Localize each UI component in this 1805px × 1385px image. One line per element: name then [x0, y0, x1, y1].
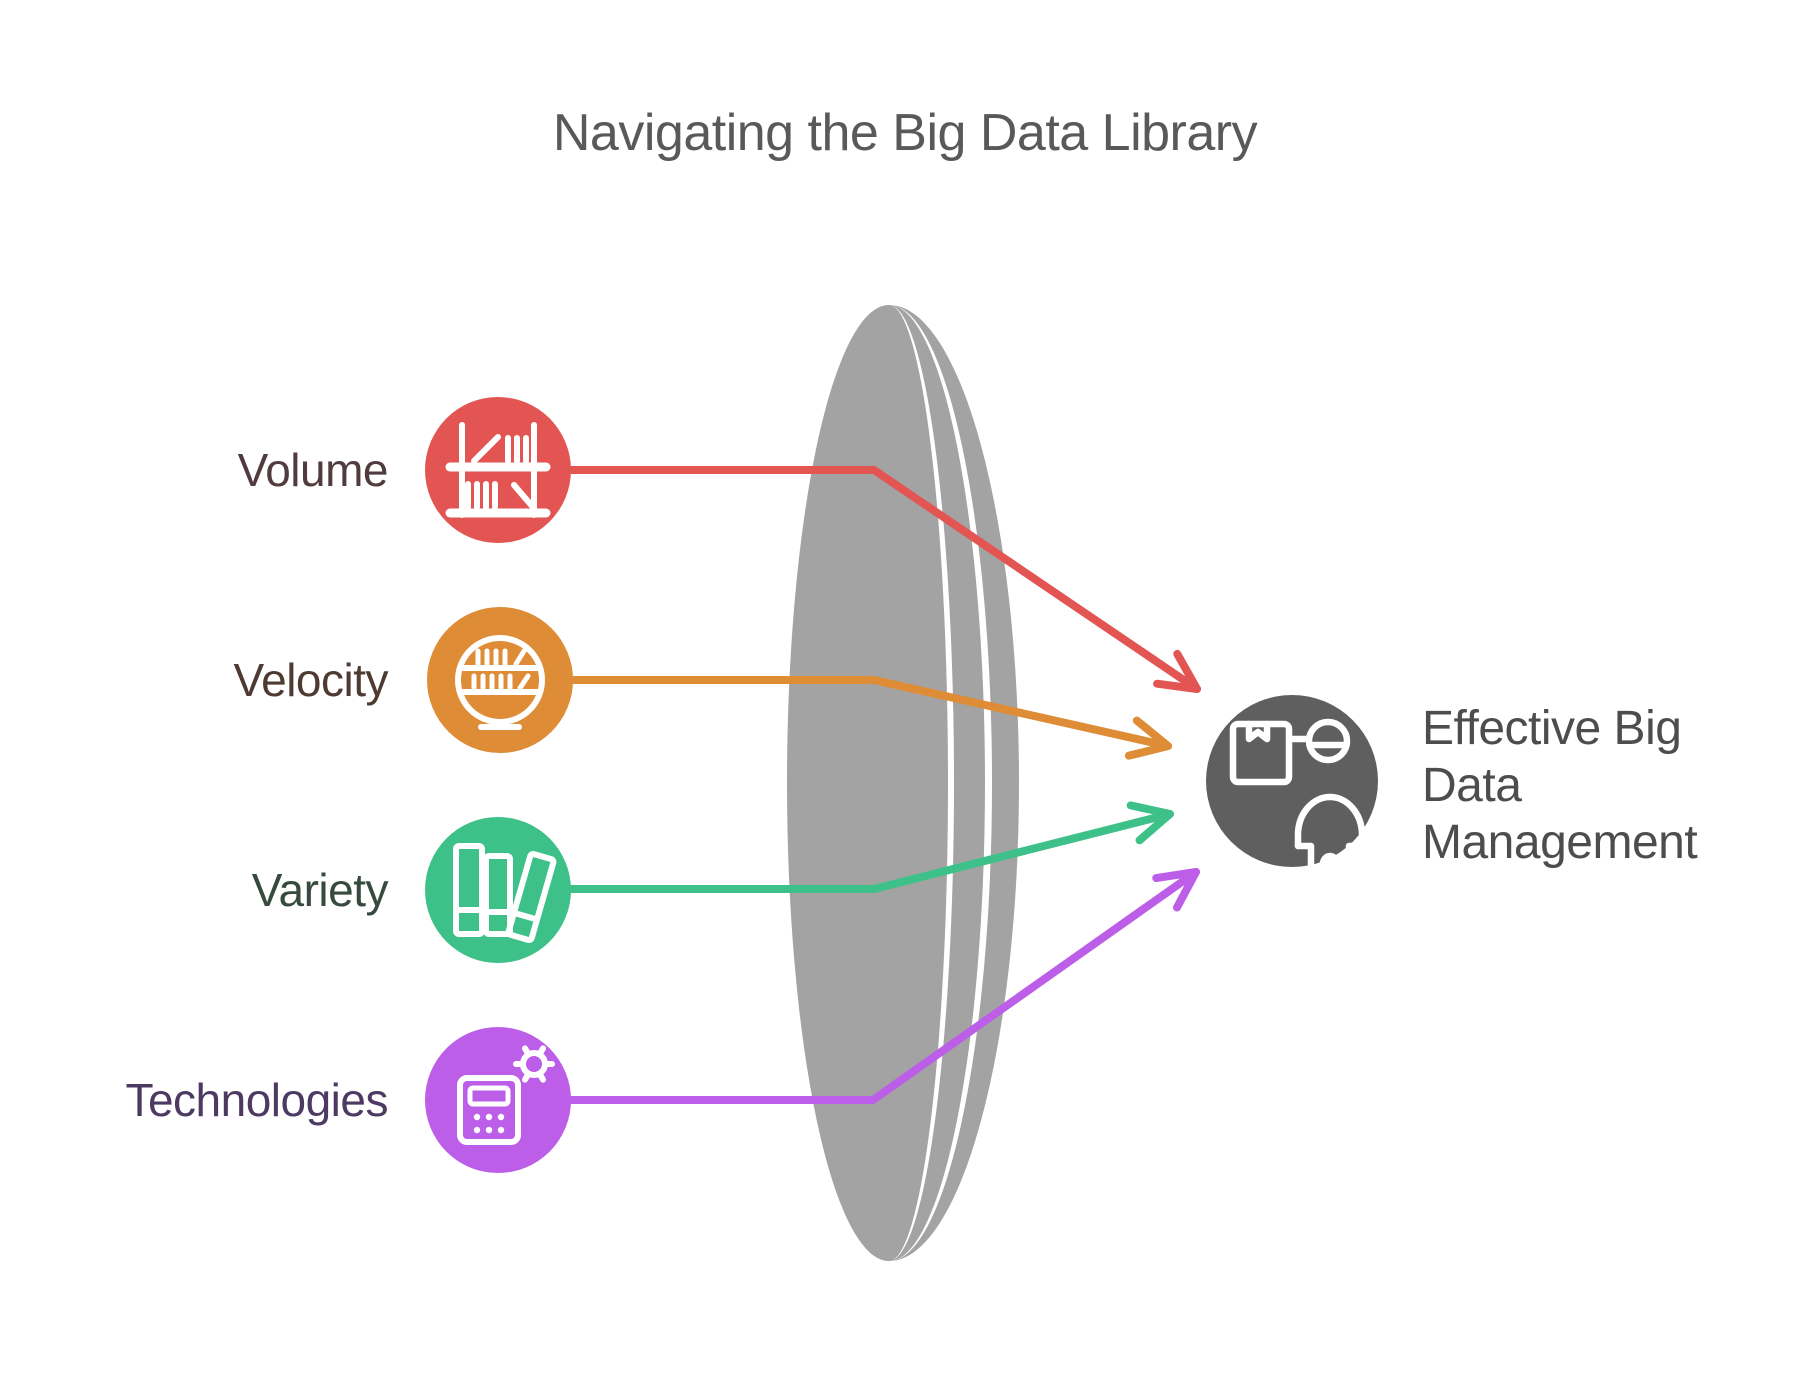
node-velocity: Velocity: [233, 607, 573, 753]
gear-tooth: [537, 1071, 546, 1083]
node-variety: Variety: [252, 817, 571, 963]
person-legs: [1294, 842, 1366, 878]
book-leaning-body: [505, 851, 557, 943]
arrow-variety: [567, 801, 1174, 893]
librarian-package-icon: [1229, 718, 1366, 878]
page-title: Navigating the Big Data Library: [553, 104, 1258, 162]
person-head: [1305, 718, 1351, 764]
result-label: Effective Big Data Management: [1422, 702, 1698, 869]
person-shoulders: [1294, 793, 1366, 850]
calculator-key: [497, 1126, 505, 1134]
books-icon: [453, 843, 557, 943]
lens-layer-2: [889, 305, 985, 1261]
package-box: [1229, 720, 1293, 786]
node-velocity-label: Velocity: [233, 654, 388, 706]
arrow-volume: [567, 466, 1201, 693]
bookshelf-icon: [445, 422, 551, 518]
calculator-key: [497, 1113, 505, 1121]
node-volume-label: Volume: [238, 444, 388, 496]
lens-graphic: [787, 305, 1019, 1261]
person-leg-gap: [1319, 852, 1341, 878]
book-upright: [453, 843, 485, 937]
result-node: Effective Big Data Management: [1206, 695, 1698, 878]
arrow-technologies: [567, 868, 1200, 1104]
node-technologies-circle: [425, 1027, 571, 1173]
calculator-key: [473, 1113, 481, 1121]
node-volume: Volume: [238, 397, 571, 543]
leaning-book: [471, 434, 501, 464]
result-label-line-2: Data: [1422, 759, 1522, 812]
leaning-book: [513, 648, 527, 667]
book-leaning: [505, 851, 557, 943]
connectors: [567, 466, 1201, 1104]
node-technologies: Technologies: [125, 1027, 571, 1173]
result-label-line-1: Effective Big: [1422, 702, 1681, 755]
calculator-screen: [467, 1085, 511, 1107]
lens-main-body: [787, 305, 948, 1261]
globe-bookcase-icon: [455, 635, 545, 730]
gear-tooth: [522, 1045, 531, 1057]
node-variety-circle: [425, 817, 571, 963]
package-ribbon: [1245, 720, 1271, 743]
leaning-book: [511, 482, 535, 509]
book-band: [510, 909, 541, 923]
leaning-book: [517, 673, 531, 691]
calculator-body: [457, 1075, 521, 1145]
gear-tooth: [522, 1071, 531, 1083]
globe-outline: [455, 635, 545, 725]
calculator-key: [485, 1126, 493, 1134]
book-upright: [483, 853, 513, 937]
node-technologies-label: Technologies: [125, 1074, 388, 1126]
gear-tooth: [537, 1045, 546, 1057]
result-label-line-3: Management: [1422, 816, 1697, 869]
node-variety-label: Variety: [252, 864, 389, 916]
calculator-key: [485, 1113, 493, 1121]
calculator-gear-icon: [457, 1045, 555, 1145]
calculator-key: [473, 1126, 481, 1134]
arrow-velocity: [569, 676, 1172, 760]
